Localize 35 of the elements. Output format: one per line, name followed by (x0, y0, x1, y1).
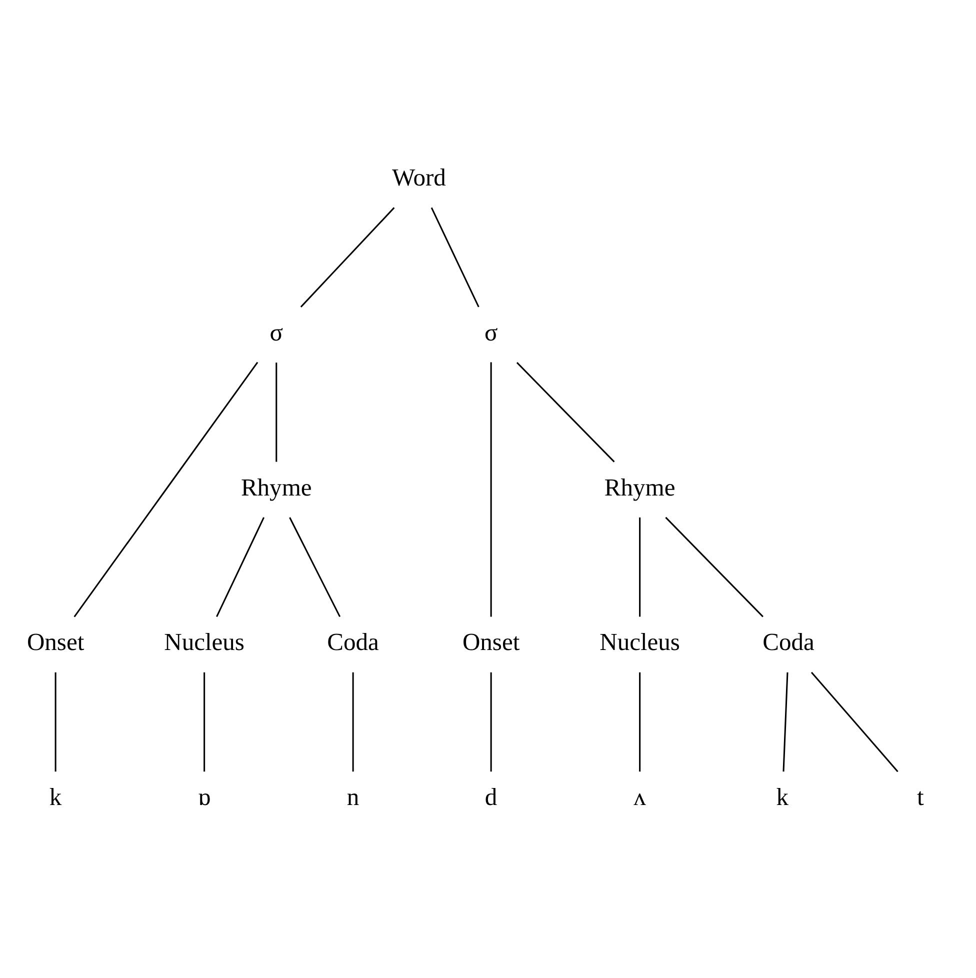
node-text: d (484, 784, 498, 811)
connector (54, 672, 56, 772)
connector (810, 671, 898, 772)
connector (74, 361, 258, 617)
node-text: Rhyme (604, 474, 676, 501)
connector (639, 672, 641, 772)
node-text: σ (484, 318, 498, 346)
node-text: Coda (762, 628, 814, 656)
connector (430, 206, 480, 307)
connector (352, 672, 354, 772)
connector (216, 516, 265, 617)
node-text: k (49, 784, 62, 811)
node-text: Onset (26, 628, 84, 656)
connector (204, 672, 206, 772)
node-text: Word (392, 164, 446, 192)
node-text: t (917, 784, 924, 811)
connector (782, 672, 788, 772)
node-text: Nucleus (164, 628, 244, 656)
node-text: ʌ (634, 784, 646, 811)
node-text: n (346, 784, 360, 811)
connector (490, 362, 492, 616)
connector (276, 362, 278, 462)
connector (665, 516, 764, 617)
connector (289, 516, 341, 617)
connector (639, 516, 641, 616)
connector (300, 206, 395, 307)
node-text: k (776, 784, 789, 811)
node-text: ɒ (198, 784, 211, 811)
connector (490, 672, 492, 772)
node-text: Rhyme (240, 474, 312, 501)
node-text: Onset (462, 628, 520, 656)
node-text: Nucleus (600, 628, 680, 656)
connector (516, 362, 615, 462)
node-text: σ (270, 318, 283, 346)
node-text: Coda (327, 628, 379, 656)
